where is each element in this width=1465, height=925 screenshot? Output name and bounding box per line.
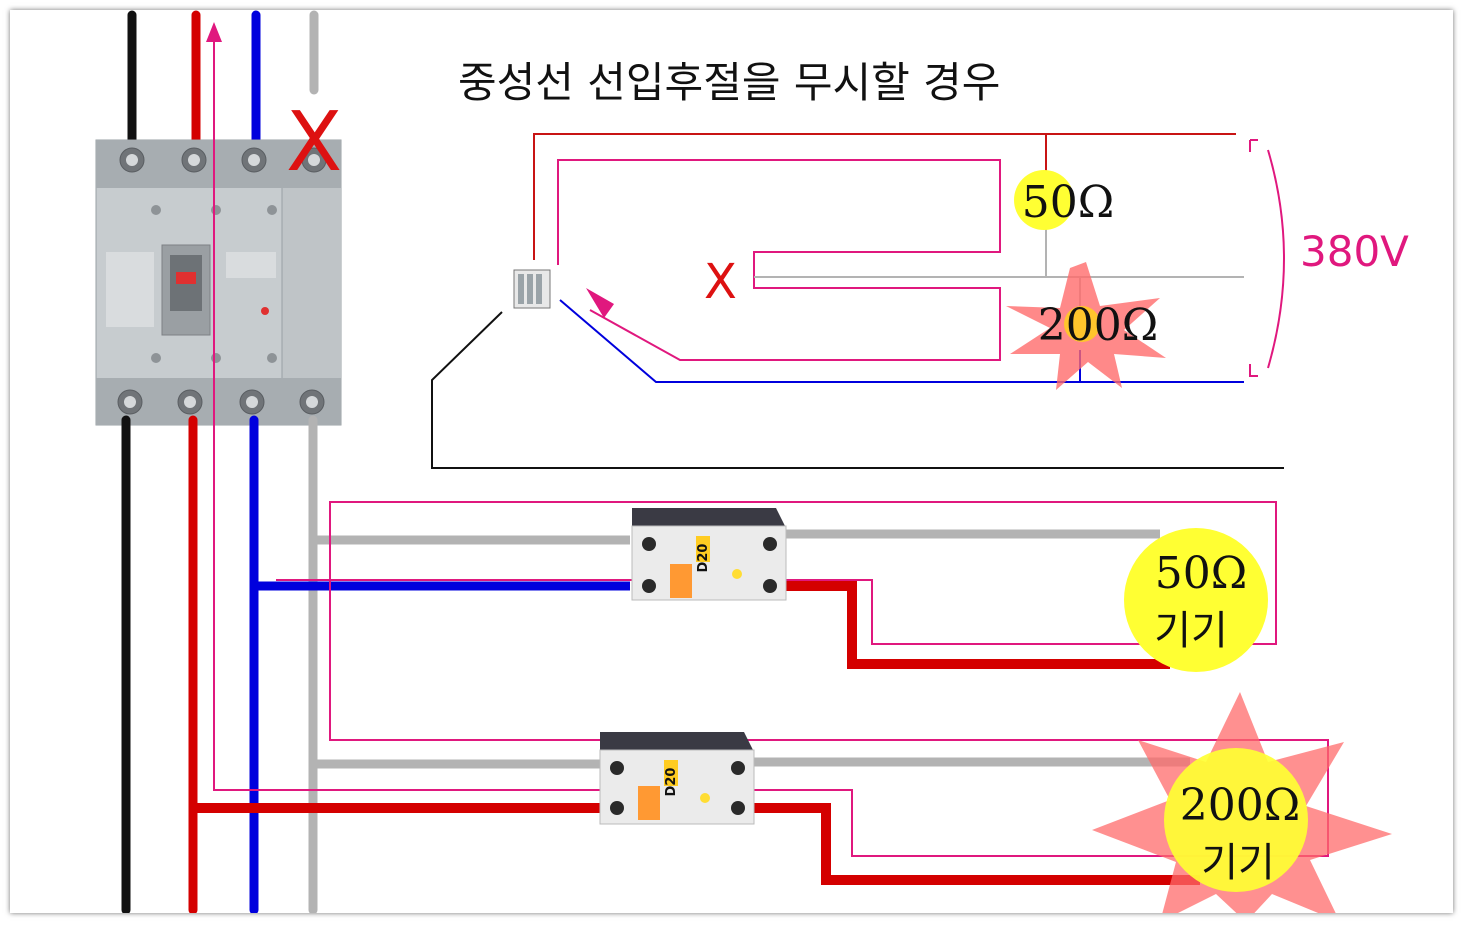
branch-wiring [193,529,1200,885]
branch-breaker-1-rating: D20 [696,544,711,573]
schematic-black-line [431,311,1284,469]
schematic-load-200-label: 200Ω [1038,300,1158,351]
branch-breaker-icon [599,508,787,825]
diagram-frame: 중성선 선입후절을 무시할 경우 [10,10,1453,913]
schematic-phase-line [533,133,1236,260]
device-2-circle [1164,748,1308,892]
schematic-load-50-label: 50Ω [1022,177,1114,228]
schematic-current-arrow-icon [586,288,614,318]
device-1-label: 기기 [1154,608,1228,654]
schematic-current-loop [557,159,1001,361]
schematic-breaker-icon [513,269,551,309]
supply-wires-top [127,10,319,165]
schematic: X 50Ω 200Ω 380V [431,133,1409,469]
device-1-circle [1124,528,1268,672]
supply-wires-bottom [121,415,318,913]
voltage-bracket [1267,149,1285,369]
current-arrow-icon [206,22,222,42]
device-2-label: 기기 [1201,840,1275,886]
schematic-load-50-circle [1014,170,1074,230]
voltage-label: 380V [1300,227,1409,276]
main-breaker-icon [95,139,342,426]
diagram-title: 중성선 선입후절을 무시할 경우 [458,58,1000,107]
device-load-50: 50Ω 기기 [1124,528,1268,672]
schematic-blue-line [559,299,1244,383]
device-2-resistance: 200Ω [1180,780,1300,831]
branch-breaker-2-rating: D20 [664,768,679,797]
wiring-diagram: 중성선 선입후절을 무시할 경우 [95,10,1409,913]
schematic-neutral-x-mark: X [704,254,737,310]
device-1-resistance: 50Ω [1155,548,1247,599]
device-load-200: 200Ω 기기 [1164,748,1308,892]
current-path-loop [213,30,1329,857]
neutral-break-x-mark: X [286,95,342,190]
